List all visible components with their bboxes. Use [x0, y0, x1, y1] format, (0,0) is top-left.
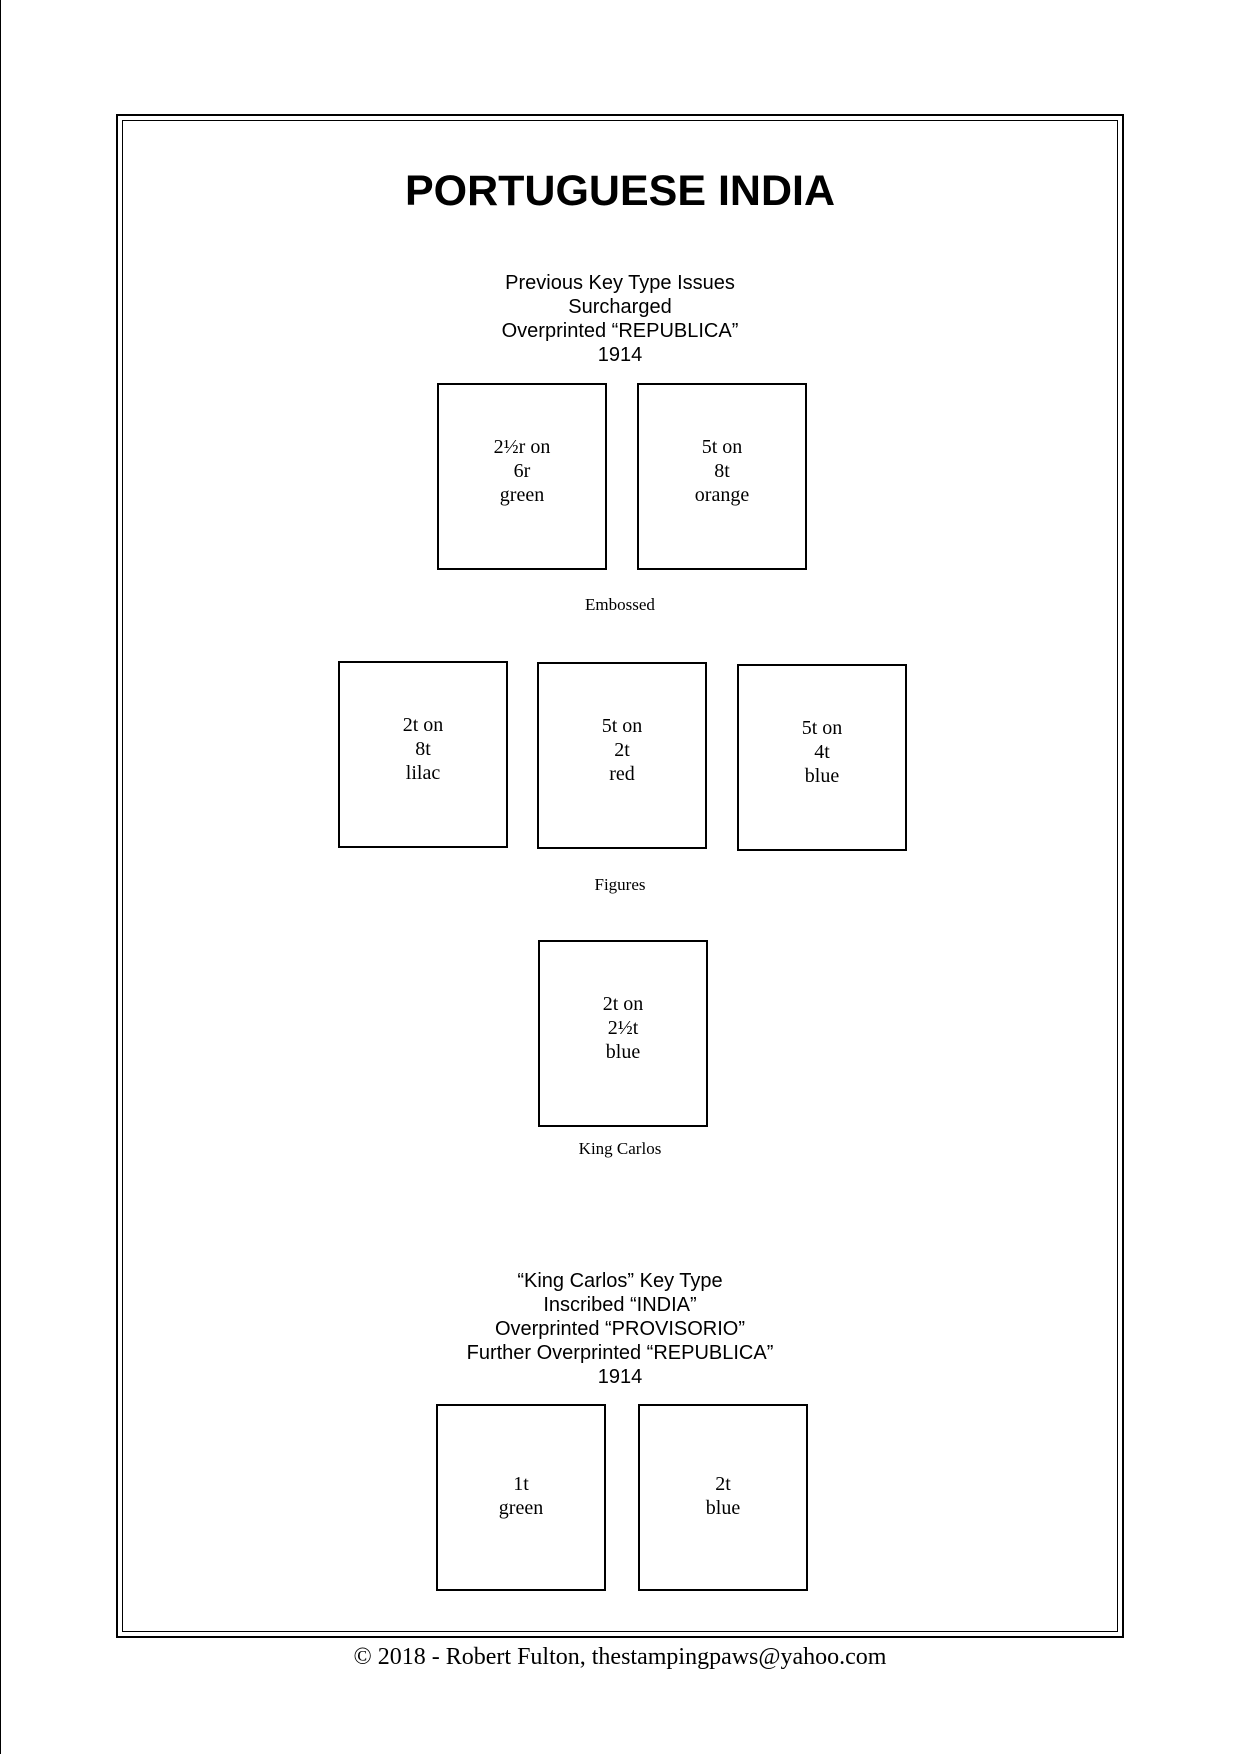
page-border-inner — [122, 120, 1118, 1632]
section1-heading-line: 1914 — [597, 344, 643, 366]
copyright-footer: © 2018 - Robert Fulton, thestampingpaws@… — [353, 1644, 887, 1670]
section1-heading-line: Overprinted “REPUBLICA” — [501, 320, 739, 342]
group-caption: Embossed — [585, 595, 655, 614]
stamp-space: 5t on 2t red — [537, 662, 707, 849]
section2-heading: “King Carlos” Key Type Inscribed “INDIA”… — [0, 1269, 1240, 1389]
stamp-line: 8t — [714, 460, 730, 482]
stamp-line: 2½t — [607, 1017, 639, 1039]
stamp-line: 1t — [513, 1473, 529, 1495]
stamp-space: 5t on 4t blue — [737, 664, 907, 851]
stamp-line: 5t on — [801, 717, 843, 739]
stamp-line: orange — [694, 484, 750, 506]
stamp-space: 2t blue — [638, 1404, 808, 1591]
stamp-line: 6r — [513, 460, 531, 482]
stamp-space: 2t on 2½t blue — [538, 940, 708, 1127]
section2-heading-line: Inscribed “INDIA” — [543, 1294, 697, 1316]
section2-heading-line: Overprinted “PROVISORIO” — [494, 1318, 746, 1340]
stamp-line: 2t — [614, 739, 630, 761]
section2-heading-line: “King Carlos” Key Type — [517, 1270, 723, 1292]
stamp-space: 2½r on 6r green — [437, 383, 607, 570]
section1-heading: Previous Key Type Issues Surcharged Over… — [0, 271, 1240, 367]
section1-heading-line: Surcharged — [568, 296, 672, 318]
stamp-line: 4t — [814, 741, 830, 763]
stamp-line: green — [499, 484, 545, 506]
stamp-line: blue — [605, 1041, 641, 1063]
page-edge-line — [0, 0, 1, 1754]
stamp-line: blue — [804, 765, 840, 787]
section2-heading-line: Further Overprinted “REPUBLICA” — [466, 1342, 774, 1364]
group-caption: King Carlos — [578, 1139, 662, 1158]
stamp-line: red — [609, 763, 635, 785]
stamp-line: 2½r on — [493, 436, 551, 458]
stamp-line: 5t on — [701, 436, 743, 458]
stamp-space: 2t on 8t lilac — [338, 661, 508, 848]
stamp-line: 2t on — [602, 993, 644, 1015]
stamp-line: 8t — [415, 738, 431, 760]
stamp-space: 5t on 8t orange — [637, 383, 807, 570]
stamp-line: 2t — [715, 1473, 731, 1495]
group-caption: Figures — [594, 875, 646, 894]
stamp-line: green — [498, 1497, 544, 1519]
stamp-line: lilac — [405, 762, 441, 784]
stamp-line: 2t on — [402, 714, 444, 736]
section2-heading-line: 1914 — [597, 1366, 643, 1388]
page-title: PORTUGUESE INDIA — [404, 167, 836, 215]
stamp-line: 5t on — [601, 715, 643, 737]
section1-heading-line: Previous Key Type Issues — [505, 272, 735, 294]
stamp-line: blue — [705, 1497, 741, 1519]
stamp-space: 1t green — [436, 1404, 606, 1591]
page-border-outer — [116, 114, 1124, 1638]
